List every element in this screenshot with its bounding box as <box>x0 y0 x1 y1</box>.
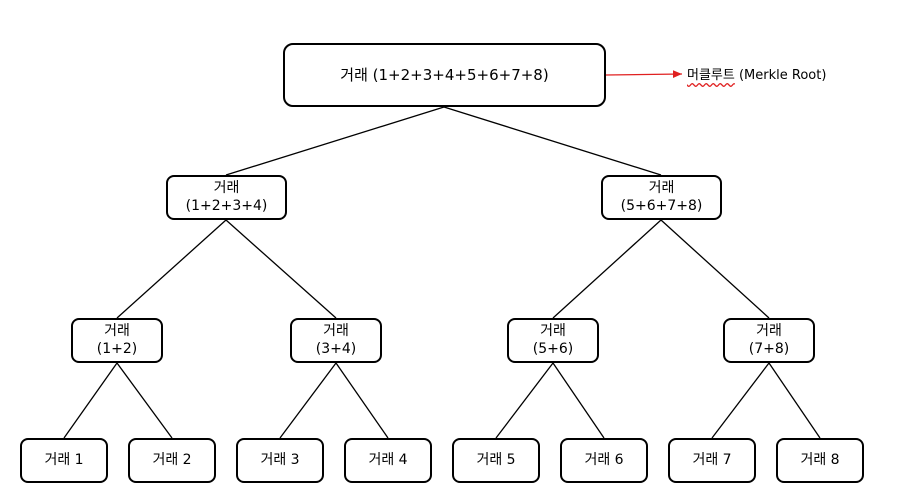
node-34-line1: 거래 <box>323 323 349 339</box>
leaf-node-7: 거래 7 <box>668 438 756 483</box>
node-12-line2: (1+2) <box>96 340 138 357</box>
edge-5678-to-78 <box>660 219 770 319</box>
merkle-root-annotation: 머클루트 (Merkle Root) <box>687 64 826 83</box>
leaf-node-5: 거래 5 <box>452 438 540 483</box>
edge-12-to-t2 <box>116 362 173 439</box>
node-1234-line1: 거래 <box>213 180 240 196</box>
node-78-line1: 거래 <box>756 323 782 339</box>
node-12: 거래 (1+2) <box>71 318 163 363</box>
edge-78-to-t8 <box>768 362 821 439</box>
node-1234: 거래 (1+2+3+4) <box>166 175 287 220</box>
leaf-node-3-label: 거래 3 <box>260 451 300 468</box>
edge-12-to-t1 <box>63 362 118 439</box>
node-root: 거래 (1+2+3+4+5+6+7+8) <box>283 43 606 107</box>
node-12-line1: 거래 <box>104 323 130 339</box>
edge-34-to-t3 <box>279 362 337 439</box>
merkle-root-korean-label: 머클루트 <box>687 68 735 83</box>
leaf-node-4-label: 거래 4 <box>368 451 408 468</box>
leaf-node-8: 거래 8 <box>776 438 864 483</box>
node-78: 거래 (7+8) <box>723 318 815 363</box>
leaf-node-1-label: 거래 1 <box>44 451 84 468</box>
node-56-line2: (5+6) <box>532 340 574 357</box>
node-1234-line2: (1+2+3+4) <box>185 197 268 214</box>
edge-1234-to-34 <box>225 219 337 319</box>
node-5678: 거래 (5+6+7+8) <box>601 175 722 220</box>
node-78-line2: (7+8) <box>748 340 790 357</box>
leaf-node-3: 거래 3 <box>236 438 324 483</box>
node-56-line1: 거래 <box>540 323 566 339</box>
edge-5678-to-56 <box>552 219 662 319</box>
node-34-line2: (3+4) <box>315 340 357 357</box>
node-5678-line2: (5+6+7+8) <box>620 197 703 214</box>
leaf-node-5-label: 거래 5 <box>476 451 516 468</box>
edge-78-to-t7 <box>711 362 770 439</box>
edge-1234-to-12 <box>116 219 227 319</box>
leaf-node-4: 거래 4 <box>344 438 432 483</box>
node-root-label: 거래 (1+2+3+4+5+6+7+8) <box>340 65 549 84</box>
edge-root-to-5678 <box>443 106 662 176</box>
edge-56-to-t5 <box>495 362 554 439</box>
node-56: 거래 (5+6) <box>507 318 599 363</box>
merkle-root-arrow <box>605 70 683 79</box>
leaf-node-6: 거래 6 <box>560 438 648 483</box>
leaf-node-2: 거래 2 <box>128 438 216 483</box>
leaf-node-6-label: 거래 6 <box>584 451 624 468</box>
leaf-node-8-label: 거래 8 <box>800 451 840 468</box>
node-34: 거래 (3+4) <box>290 318 382 363</box>
edge-root-to-1234 <box>225 106 445 176</box>
merkle-root-english-label: (Merkle Root) <box>738 68 827 83</box>
edge-34-to-t4 <box>335 362 389 439</box>
leaf-node-7-label: 거래 7 <box>692 451 732 468</box>
edge-56-to-t6 <box>552 362 605 439</box>
leaf-node-2-label: 거래 2 <box>152 451 192 468</box>
leaf-node-1: 거래 1 <box>20 438 108 483</box>
node-5678-line1: 거래 <box>648 180 675 196</box>
